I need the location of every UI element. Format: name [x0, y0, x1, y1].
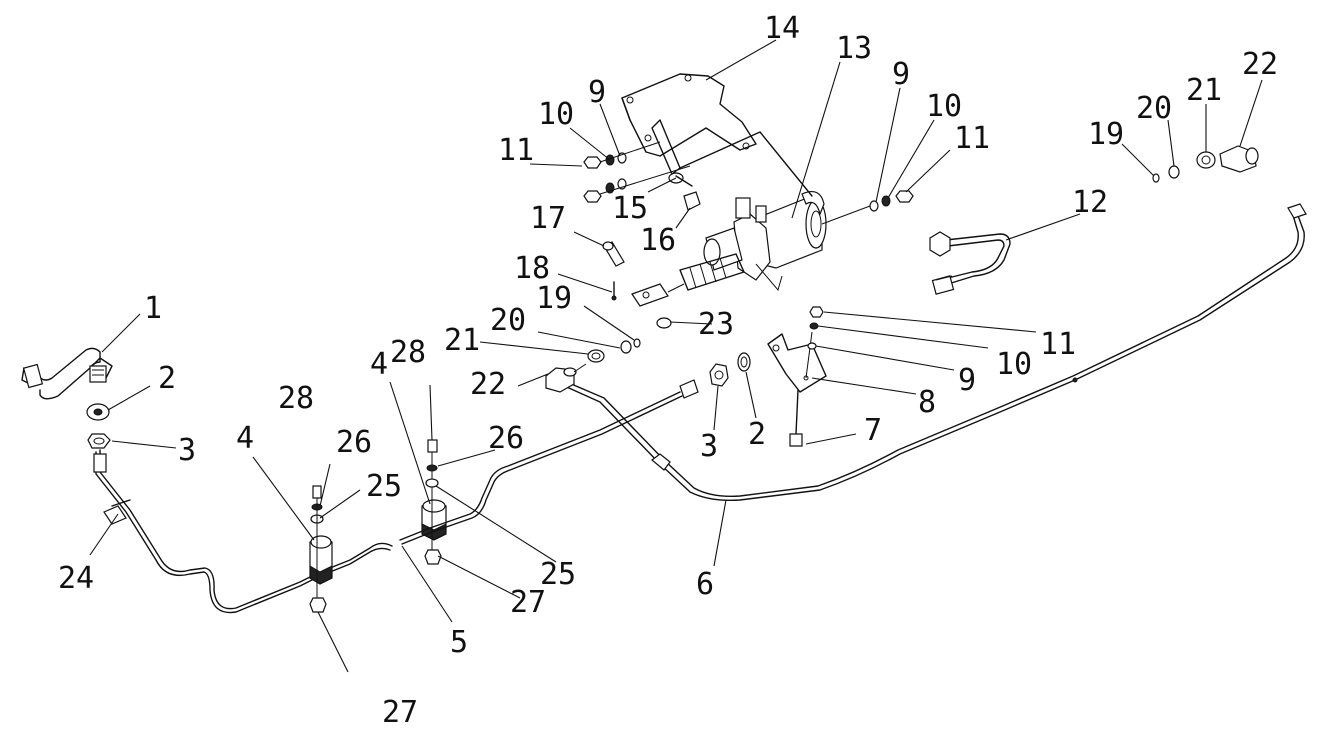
part-17-clevis-pin — [602, 241, 625, 267]
part-2-washer-center — [737, 352, 751, 372]
callout-labels: 1 2 3 24 28 26 25 4 27 5 28 4 26 25 27 2… — [58, 11, 1278, 730]
callout-4: 4 — [236, 421, 254, 456]
part-16-bolt — [675, 175, 701, 211]
callout-22: 22 — [1242, 47, 1278, 82]
part-22-elbow-fitting-left — [545, 363, 587, 393]
callout-14: 14 — [764, 11, 800, 46]
callout-22: 22 — [470, 367, 506, 402]
callout-20: 20 — [490, 303, 526, 338]
part-21-fitting-right — [1196, 151, 1216, 169]
callout-17: 17 — [530, 201, 566, 236]
callout-1: 1 — [144, 291, 162, 326]
callout-24: 24 — [58, 561, 94, 596]
part-3-nut-center — [709, 363, 729, 387]
callout-21: 21 — [444, 323, 480, 358]
callout-19: 19 — [536, 281, 572, 316]
part-21-fitting-left — [587, 349, 605, 363]
callout-11: 11 — [1040, 327, 1076, 362]
callout-5: 5 — [450, 625, 468, 660]
callout-9: 9 — [588, 75, 606, 110]
callout-26: 26 — [336, 425, 372, 460]
part-pipe-center — [399, 391, 683, 545]
callout-9: 9 — [892, 57, 910, 92]
part-7-bolt — [789, 389, 803, 447]
callout-11: 11 — [954, 121, 990, 156]
callout-26: 26 — [488, 421, 524, 456]
callout-23: 23 — [698, 307, 734, 342]
part-14-mounting-bracket — [621, 73, 813, 197]
callout-7: 7 — [864, 413, 882, 448]
part-4-junction-block-lower — [309, 485, 333, 613]
callout-21: 21 — [1186, 73, 1222, 108]
part-12-flexible-hose — [929, 231, 1011, 295]
callout-19: 19 — [1088, 117, 1124, 152]
callout-10: 10 — [538, 97, 574, 132]
part-fasteners-right-upper — [821, 190, 914, 225]
callout-28: 28 — [278, 381, 314, 416]
leader-lines — [89, 39, 1263, 673]
part-6-long-pipe — [559, 209, 1305, 502]
callout-27: 27 — [382, 695, 418, 730]
callout-4: 4 — [370, 347, 388, 382]
callout-10: 10 — [996, 347, 1032, 382]
callout-18: 18 — [514, 251, 550, 286]
callout-2: 2 — [158, 361, 176, 396]
callout-27: 27 — [510, 585, 546, 620]
part-20-washer-left — [620, 340, 632, 354]
part-8-bracket-plate — [767, 331, 827, 393]
part-fasteners-right-lower — [807, 306, 824, 350]
callout-15: 15 — [612, 191, 648, 226]
part-19-seal-right — [1152, 173, 1160, 183]
callout-20: 20 — [1136, 91, 1172, 126]
callout-9: 9 — [958, 363, 976, 398]
part-connector-fitting — [679, 379, 699, 399]
part-1-pipe-assembly — [21, 347, 113, 400]
callout-25: 25 — [540, 557, 576, 592]
callout-3: 3 — [700, 429, 718, 464]
part-2-washer-left — [86, 403, 110, 421]
part-4-junction-block-upper — [421, 439, 447, 565]
callout-25: 25 — [366, 469, 402, 504]
part-22-elbow-fitting-right — [1219, 145, 1307, 219]
callout-28: 28 — [390, 335, 426, 370]
part-5-lower-pipe — [93, 449, 393, 614]
callout-3: 3 — [178, 433, 196, 468]
callout-6: 6 — [696, 567, 714, 602]
callout-12: 12 — [1072, 185, 1108, 220]
part-23-washer — [656, 317, 672, 329]
callout-16: 16 — [640, 223, 676, 258]
part-13-clutch-booster — [631, 191, 827, 307]
callout-8: 8 — [918, 385, 936, 420]
callout-10: 10 — [926, 89, 962, 124]
part-20-washer-right — [1168, 165, 1180, 179]
callout-13: 13 — [836, 31, 872, 66]
callout-2: 2 — [748, 417, 766, 452]
part-18-cotter-pin — [611, 281, 617, 301]
part-3-nut-left — [87, 433, 111, 449]
callout-11: 11 — [498, 133, 534, 168]
part-19-seal-left — [633, 338, 641, 348]
